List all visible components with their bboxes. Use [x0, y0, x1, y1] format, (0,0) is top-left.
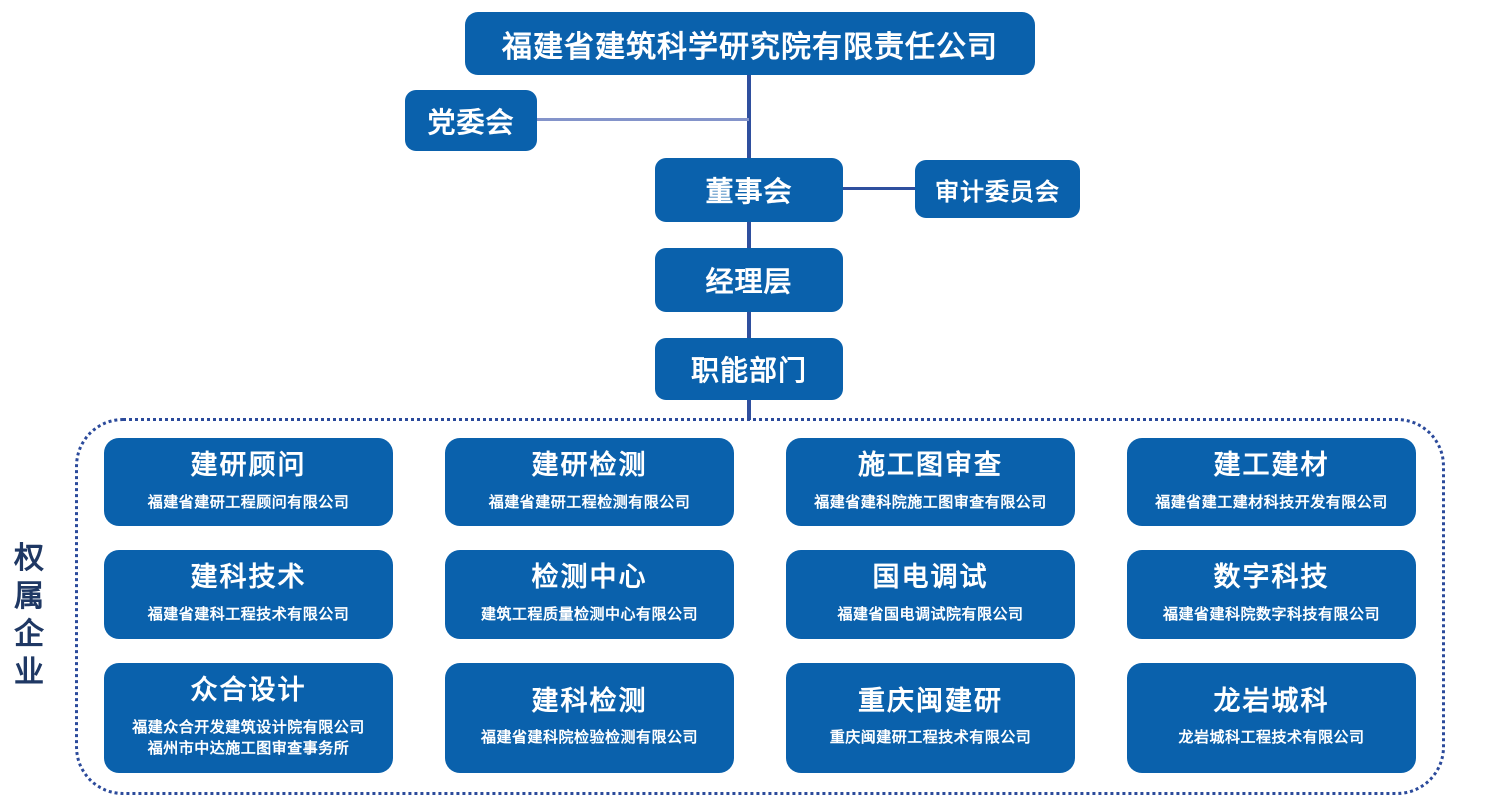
subsidiary-subtitle: 福建省建科院检验检测有限公司: [480, 729, 698, 747]
party-committee-box: 党委会: [405, 90, 537, 151]
subsidiary-subtitle: 福建省国电调试院有限公司: [837, 606, 1024, 624]
subsidiary-title: 施工图审查: [858, 449, 1003, 480]
subsidiary-box: 建科技术 福建省建科工程技术有限公司: [104, 550, 393, 639]
connector-party-committee: [537, 118, 749, 121]
org-root-box: 福建省建筑科学研究院有限责任公司: [465, 12, 1035, 75]
subsidiary-box: 建研顾问 福建省建研工程顾问有限公司: [104, 438, 393, 527]
subsidiary-box: 建工建材 福建省建工建材科技开发有限公司: [1127, 438, 1416, 527]
subsidiary-subtitle: 福建省建科院数字科技有限公司: [1162, 606, 1380, 624]
subsidiary-title: 建研顾问: [190, 449, 307, 480]
subsidiary-box: 建研检测 福建省建研工程检测有限公司: [445, 438, 734, 527]
subsidiary-grid: 建研顾问 福建省建研工程顾问有限公司 建研检测 福建省建研工程检测有限公司 施工…: [75, 418, 1445, 795]
subsidiary-title: 数字科技: [1213, 562, 1330, 593]
subsidiary-box: 数字科技 福建省建科院数字科技有限公司: [1127, 550, 1416, 639]
connector-board-to-management: [747, 222, 751, 249]
audit-committee-box: 审计委员会: [915, 160, 1080, 218]
subsidiary-title: 检测中心: [531, 562, 648, 593]
subsidiary-subtitle: 福建省建工建材科技开发有限公司: [1155, 493, 1388, 511]
subsidiary-title: 建工建材: [1213, 449, 1330, 480]
subsidiary-title: 众合设计: [190, 674, 307, 705]
subsidiary-box: 重庆闽建研 重庆闽建研工程技术有限公司: [786, 662, 1075, 773]
subsidiary-subtitle: 建筑工程质量检测中心有限公司: [480, 606, 698, 624]
board-box: 董事会: [655, 158, 843, 222]
departments-box: 职能部门: [655, 338, 843, 400]
connector-departments-to-subsidiaries: [747, 400, 751, 420]
subsidiary-box: 龙岩城科 龙岩城科工程技术有限公司: [1127, 662, 1416, 773]
subsidiary-title: 建科检测: [531, 685, 648, 716]
subsidiary-subtitle: 福建省建研工程顾问有限公司: [147, 493, 350, 511]
subsidiary-title: 建研检测: [531, 449, 648, 480]
management-box: 经理层: [655, 248, 843, 312]
subsidiary-subtitle: 福建省建科院施工图审查有限公司: [814, 493, 1047, 511]
subsidiary-subtitle: 福建省建科工程技术有限公司: [147, 606, 350, 624]
subsidiary-box: 施工图审查 福建省建科院施工图审查有限公司: [786, 438, 1075, 527]
subsidiary-box: 检测中心 建筑工程质量检测中心有限公司: [445, 550, 734, 639]
subsidiaries-label: 权属企业: [14, 542, 44, 690]
connector-management-to-departments: [747, 312, 751, 339]
connector-audit-committee: [843, 187, 915, 190]
subsidiary-title: 建科技术: [190, 562, 307, 593]
connector-root-to-board: [747, 75, 751, 159]
subsidiary-title: 国电调试: [872, 562, 989, 593]
subsidiary-box: 国电调试 福建省国电调试院有限公司: [786, 550, 1075, 639]
subsidiary-box: 建科检测 福建省建科院检验检测有限公司: [445, 662, 734, 773]
subsidiary-subtitle: 龙岩城科工程技术有限公司: [1178, 729, 1365, 747]
subsidiary-title: 重庆闽建研: [858, 685, 1003, 716]
subsidiary-subtitle: 福建省建研工程检测有限公司: [488, 493, 691, 511]
subsidiary-box: 众合设计 福建众合开发建筑设计院有限公司福州市中达施工图审查事务所: [104, 662, 393, 773]
subsidiary-subtitle: 福建众合开发建筑设计院有限公司福州市中达施工图审查事务所: [132, 718, 365, 758]
subsidiary-title: 龙岩城科: [1213, 685, 1330, 716]
subsidiary-subtitle: 重庆闽建研工程技术有限公司: [829, 729, 1032, 747]
